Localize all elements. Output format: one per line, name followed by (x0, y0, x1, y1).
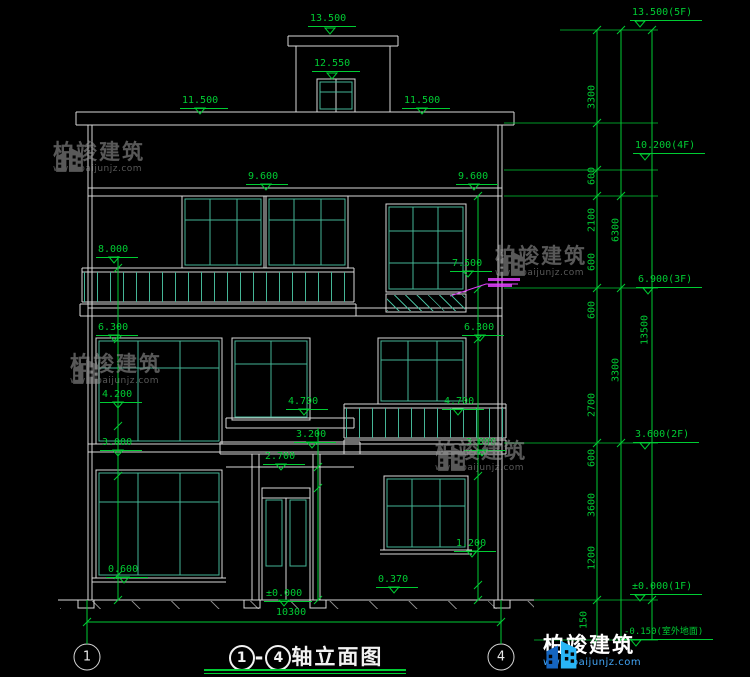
title-separator: - (254, 645, 266, 669)
watermark-url: www.baijunjz.com (53, 164, 143, 174)
window-frames (98, 81, 466, 576)
level-1f: ±0.000(1F) (630, 581, 703, 595)
penthouse-window (316, 78, 356, 113)
watermark: 柏竣建筑 www.baijunjz.com (70, 353, 162, 387)
dimension-chains (82, 25, 658, 645)
balcony-railing-3f (84, 272, 352, 302)
title-underline (204, 669, 406, 671)
dim-3000-right: 3.000 (464, 437, 507, 451)
title-axis-to: 4 (265, 645, 292, 671)
window-1f-right (383, 475, 469, 551)
watermark-url: www.baijunjz.com (435, 463, 525, 473)
dim-2700: 2.700 (263, 451, 306, 465)
dim-10300: 10300 (276, 607, 307, 618)
window-2f-center (231, 337, 311, 421)
window-3f-center (265, 195, 349, 269)
baijun-logo-icon (438, 446, 465, 471)
balcony-railing-2f (346, 408, 504, 438)
dim-zero: ±0.000 (264, 588, 313, 602)
seg-150: 150 (578, 610, 590, 630)
watermark-url: www.baijunjz.com (495, 268, 585, 278)
dim-13500: 13.500 (308, 13, 357, 27)
dim-1200: 1.200 (454, 538, 497, 552)
seg-3300-b: 3300 (610, 357, 622, 383)
seg-3300-a: 3300 (586, 84, 598, 110)
level-3f: 6.900(3F) (636, 274, 703, 288)
brand-logo: 柏竣建筑 www.baijunjz.com (543, 634, 642, 669)
seg-600-d: 600 (586, 448, 598, 468)
seg-2100: 2100 (586, 207, 598, 233)
window-3f-left (181, 195, 265, 269)
ground-hatch (60, 601, 534, 609)
dim-7500: 7.500 (450, 258, 493, 272)
watermark: 柏竣建筑 www.baijunjz.com (435, 440, 527, 474)
dim-4700-right: 4.700 (442, 396, 485, 410)
dim-4700-left: 4.700 (286, 396, 329, 410)
level-ground: -0.150(室外地面) (622, 626, 714, 640)
seg-1200: 1200 (586, 545, 598, 571)
dim-0600: 0.600 (106, 564, 149, 578)
louver-grille (387, 295, 465, 311)
dim-8000: 8.000 (96, 244, 139, 258)
axis-number-1: 1 (82, 649, 92, 665)
watermark: 柏竣建筑 www.baijunjz.com (495, 245, 587, 279)
dim-9600-right: 9.600 (456, 171, 499, 185)
watermark: 柏竣建筑 www.baijunjz.com (53, 141, 145, 175)
baijun-logo-icon (546, 640, 577, 669)
axis-number-4: 4 (496, 649, 506, 665)
seg-600-c: 600 (586, 300, 598, 320)
dim-12550: 12.550 (312, 58, 361, 72)
baijun-logo-icon (498, 251, 525, 276)
seg-3600: 3600 (586, 492, 598, 518)
magenta-annotation (449, 278, 520, 297)
dim-4200: 4.200 (100, 389, 143, 403)
door-panel-right (289, 499, 307, 567)
title-axis-from: 1 (228, 645, 255, 671)
seg-600-a: 600 (586, 166, 598, 186)
dim-9600-left: 9.600 (246, 171, 289, 185)
window-2f-left (95, 337, 223, 445)
title-underline-2 (204, 673, 406, 674)
brand-url: www.baijunjz.com (543, 657, 642, 668)
level-triangle-icons (107, 20, 655, 647)
seg-600-b: 600 (586, 252, 598, 272)
door-panel-left (265, 499, 283, 567)
level-4f: 10.200(4F) (633, 140, 706, 154)
window-2f-right (377, 337, 467, 405)
dim-3000-left: 3.000 (100, 437, 143, 451)
seg-13500: 13500 (639, 314, 651, 346)
seg-2700: 2700 (586, 392, 598, 418)
level-2f: 3.600(2F) (633, 429, 700, 443)
dim-6300-right: 6.300 (462, 322, 505, 336)
dim-3200: 3.200 (294, 429, 337, 443)
dim-11500-right: 11.500 (402, 95, 451, 109)
baijun-logo-icon (73, 359, 100, 384)
baijun-logo-icon (56, 147, 83, 172)
dim-11500-left: 11.500 (180, 95, 229, 109)
building-lines (58, 35, 534, 671)
window-1f-left (95, 469, 223, 579)
level-5f: 13.500(5F) (630, 7, 703, 21)
window-3f-right (385, 203, 467, 293)
dim-6300-left: 6.300 (96, 322, 139, 336)
seg-6300: 6300 (610, 217, 622, 243)
watermark-url: www.baijunjz.com (70, 376, 160, 386)
dim-0370: 0.370 (376, 574, 419, 588)
grille-3f-right (385, 293, 467, 313)
title-text: 轴立面图 (291, 645, 384, 669)
